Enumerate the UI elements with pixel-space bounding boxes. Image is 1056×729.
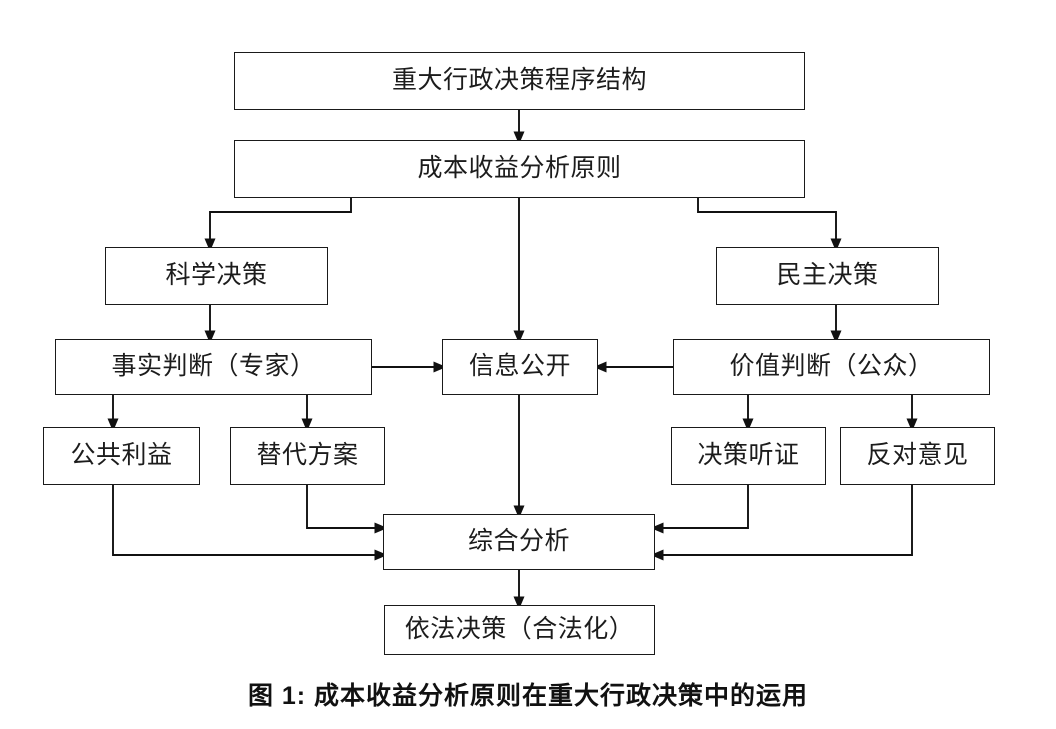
node-value-judgment[interactable]: 价值判断（公众） (673, 339, 990, 395)
node-info-disclosure[interactable]: 信息公开 (442, 339, 598, 395)
edge-opposing-comprehensive (650, 485, 913, 561)
node-principle[interactable]: 成本收益分析原则 (234, 140, 805, 198)
node-decision-hearing[interactable]: 决策听证 (671, 427, 826, 485)
edge-alternative-comprehensive (306, 485, 388, 534)
node-comprehensive-analysis[interactable]: 综合分析 (383, 514, 655, 570)
node-lawful-decision-label: 依法决策（合法化） (404, 616, 635, 644)
edge-hearing-comprehensive (650, 485, 749, 534)
node-principle-label: 成本收益分析原则 (417, 155, 622, 183)
node-scientific-decision-label: 科学决策 (165, 262, 268, 290)
edge-principle-democratic (697, 198, 842, 252)
node-opposing-opinion[interactable]: 反对意见 (840, 427, 995, 485)
node-public-interest[interactable]: 公共利益 (43, 427, 200, 485)
node-info-disclosure-label: 信息公开 (468, 353, 571, 381)
node-comprehensive-analysis-label: 综合分析 (467, 528, 570, 556)
node-opposing-opinion-label: 反对意见 (866, 442, 969, 470)
node-scientific-decision[interactable]: 科学决策 (105, 247, 328, 305)
figure-caption: 图 1: 成本收益分析原则在重大行政决策中的运用 (247, 682, 809, 710)
node-alternative-plan-label: 替代方案 (256, 442, 359, 470)
edge-public-comprehensive (112, 485, 388, 561)
node-value-judgment-label: 价值判断（公众） (729, 353, 934, 381)
node-alternative-plan[interactable]: 替代方案 (230, 427, 385, 485)
node-root[interactable]: 重大行政决策程序结构 (234, 52, 805, 110)
node-root-label: 重大行政决策程序结构 (391, 67, 647, 95)
node-democratic-decision[interactable]: 民主决策 (716, 247, 939, 305)
node-lawful-decision[interactable]: 依法决策（合法化） (384, 605, 655, 655)
node-public-interest-label: 公共利益 (70, 442, 173, 470)
node-fact-judgment-label: 事实判断（专家） (111, 353, 316, 381)
node-fact-judgment[interactable]: 事实判断（专家） (55, 339, 372, 395)
node-democratic-decision-label: 民主决策 (776, 262, 879, 290)
node-decision-hearing-label: 决策听证 (697, 442, 800, 470)
edge-principle-scientific (204, 198, 352, 252)
